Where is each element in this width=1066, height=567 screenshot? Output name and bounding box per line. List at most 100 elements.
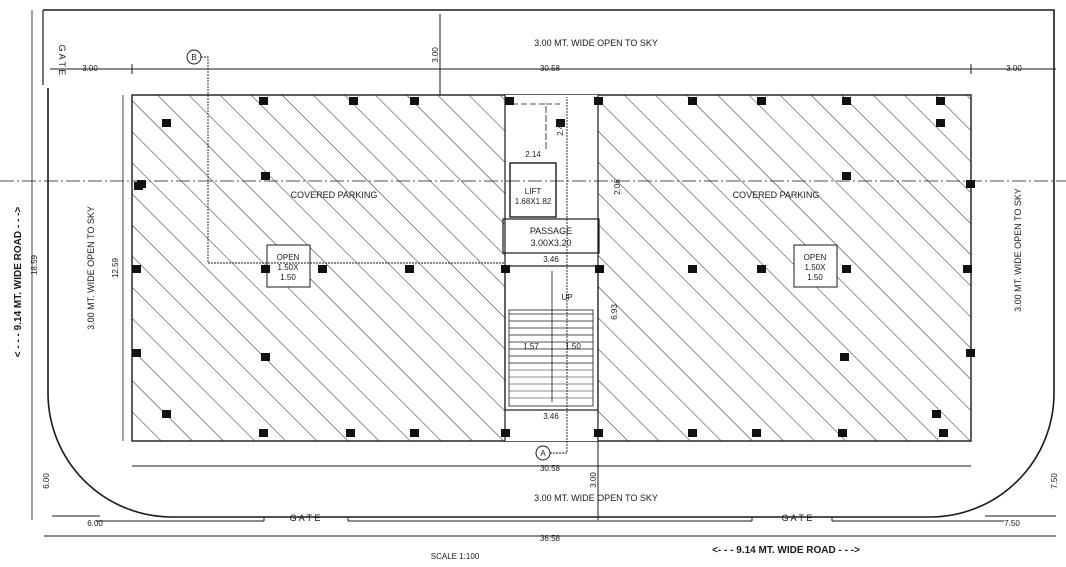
column-11 xyxy=(162,119,171,127)
dim-bottom-vertical: 3.00 xyxy=(589,472,598,488)
dim-left-vertical: 18.59 xyxy=(30,254,39,275)
column-38 xyxy=(594,429,603,437)
dim-top-left: 3.00 xyxy=(82,64,98,73)
parking-left-label: COVERED PARKING xyxy=(291,190,378,200)
dim-top-right: 3.00 xyxy=(1006,64,1022,73)
lift-size-label: 1.68X1.82 xyxy=(515,197,552,206)
section-line-b: B xyxy=(186,49,505,264)
dim-top-mid: 30.58 xyxy=(540,64,561,73)
column-8 xyxy=(757,97,766,105)
column-15 xyxy=(137,180,146,188)
column-19 xyxy=(261,265,270,273)
column-23 xyxy=(595,265,604,273)
lift-shaft xyxy=(509,162,557,218)
column-2 xyxy=(259,97,268,105)
column-22 xyxy=(501,265,510,273)
dim-passage-height: 2.06 xyxy=(613,179,622,195)
passage-label: PASSAGE xyxy=(530,226,572,236)
dim-stair-height: 6.93 xyxy=(610,304,619,320)
open-right-label-3: 1.50 xyxy=(807,273,823,282)
dim-corner-left-h: 6.00 xyxy=(87,519,103,528)
dim-corner-left-v: 6.00 xyxy=(42,473,51,489)
open-right-label-1: OPEN xyxy=(804,253,827,262)
dim-lift-width: 2.14 xyxy=(525,150,541,159)
column-41 xyxy=(838,429,847,437)
column-25 xyxy=(757,265,766,273)
gate-bottom-left-label: G A T E xyxy=(290,513,321,523)
column-5 xyxy=(505,97,514,105)
dim-stair-right: 1.50 xyxy=(565,342,581,351)
dim-stair-left: 1.57 xyxy=(523,342,539,351)
column-9 xyxy=(842,97,851,105)
open-left-label-3: 1.50 xyxy=(280,273,296,282)
open-to-sky-bottom-label: 3.00 MT. WIDE OPEN TO SKY xyxy=(534,493,658,503)
column-6 xyxy=(594,97,603,105)
parking-right-label: COVERED PARKING xyxy=(733,190,820,200)
column-27 xyxy=(963,265,972,273)
column-21 xyxy=(405,265,414,273)
column-31 xyxy=(966,349,975,357)
column-17 xyxy=(966,180,975,188)
stair-treads xyxy=(509,313,593,399)
open-to-sky-top-label: 3.00 MT. WIDE OPEN TO SKY xyxy=(534,38,658,48)
column-26 xyxy=(842,265,851,273)
column-35 xyxy=(346,429,355,437)
column-18 xyxy=(132,265,141,273)
open-duct-right xyxy=(793,244,838,288)
column-32 xyxy=(162,410,171,418)
staircase xyxy=(504,265,599,411)
column-28 xyxy=(132,349,141,357)
section-marker-b-label: B xyxy=(191,53,196,62)
dim-stair-width-bottom: 3.46 xyxy=(543,412,559,421)
column-7 xyxy=(688,97,697,105)
stair-up-label: UP xyxy=(561,293,572,302)
column-29 xyxy=(261,353,270,361)
column-34 xyxy=(259,429,268,437)
column-33 xyxy=(932,410,941,418)
open-to-sky-left-label: 3.00 MT. WIDE OPEN TO SKY xyxy=(86,206,96,330)
section-marker-a-label: A xyxy=(540,449,546,458)
dim-overall-bottom: 36.58 xyxy=(540,534,561,543)
column-20 xyxy=(318,265,327,273)
passage-size-label: 3.00X3.20 xyxy=(530,238,571,248)
column-39 xyxy=(688,429,697,437)
lift-label: LIFT xyxy=(525,187,542,196)
open-duct-left xyxy=(266,244,311,288)
open-left-label-2: 1.50X xyxy=(278,263,300,272)
column-37 xyxy=(501,429,510,437)
core-block xyxy=(502,95,600,441)
column-4 xyxy=(410,97,419,105)
section-line-a: A xyxy=(512,97,568,461)
structural-columns xyxy=(132,97,975,437)
column-10 xyxy=(936,97,945,105)
scale-label: SCALE 1:100 xyxy=(431,552,480,561)
open-to-sky-right-label: 3.00 MT. WIDE OPEN TO SKY xyxy=(1013,188,1023,312)
column-42 xyxy=(939,429,948,437)
top-dimension-line xyxy=(50,14,1056,95)
bottom-boundary-gates xyxy=(96,517,1004,522)
dim-lift-height: 2.41 xyxy=(556,120,565,136)
plot-boundary xyxy=(43,9,1055,518)
column-40 xyxy=(752,429,761,437)
column-13 xyxy=(556,119,565,127)
dim-corner-right-v: 7.50 xyxy=(1050,473,1059,489)
road-bottom-label: <- - - 9.14 MT. WIDE ROAD - - -> xyxy=(712,545,860,556)
road-left-label: < - - - 9.14 MT. WIDE ROAD - - -> xyxy=(13,207,24,358)
covered-parking-right xyxy=(598,95,971,441)
gate-left-label: G A T E xyxy=(57,45,67,76)
bottom-dimension-lines xyxy=(44,441,1056,537)
column-30 xyxy=(840,353,849,361)
open-right-label-2: 1.50X xyxy=(805,263,827,272)
column-36 xyxy=(410,429,419,437)
dim-corner-right-h: 7.50 xyxy=(1004,519,1020,528)
gate-bottom-right-label: G A T E xyxy=(782,513,813,523)
open-left-label-1: OPEN xyxy=(277,253,300,262)
column-16 xyxy=(842,172,851,180)
passage-room xyxy=(502,218,600,254)
dim-inner-left-vertical: 12.59 xyxy=(111,257,120,278)
dim-bottom-mid: 30.58 xyxy=(540,464,561,473)
column-3 xyxy=(349,97,358,105)
dim-top-vertical: 3.00 xyxy=(431,47,440,63)
dim-stair-width-top: 3.46 xyxy=(543,255,559,264)
